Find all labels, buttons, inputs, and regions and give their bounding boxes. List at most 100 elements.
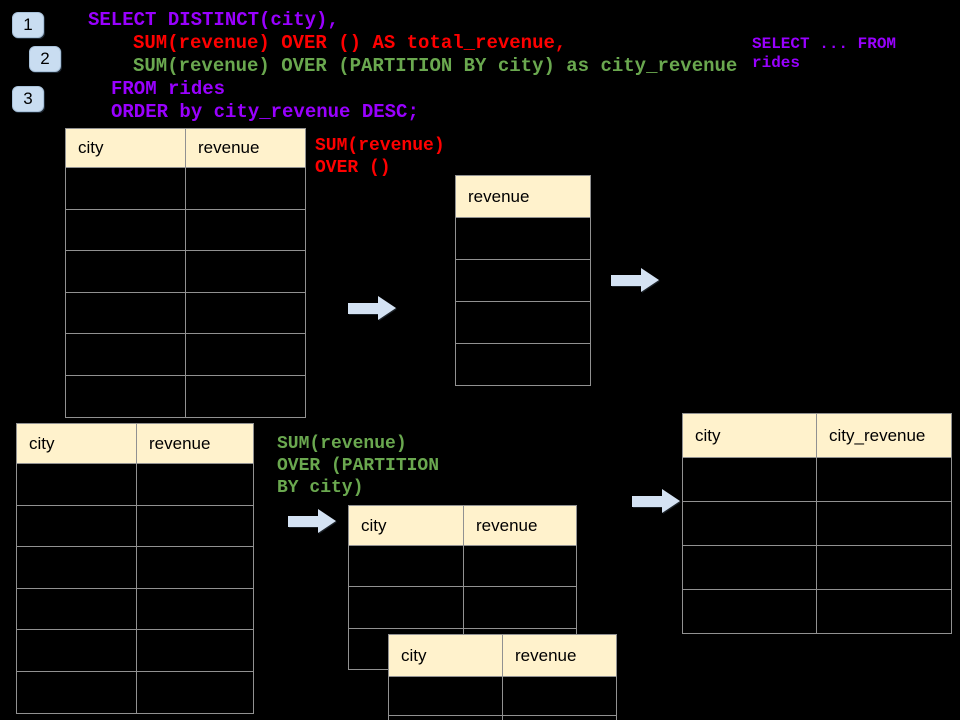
arrow-shaft [288, 515, 318, 527]
empty-cell [65, 250, 186, 293]
arrow-head [378, 296, 396, 320]
code-line: SELECT ... FROM [752, 35, 897, 53]
table-row [16, 463, 254, 506]
empty-cell [455, 259, 591, 302]
empty-cell [65, 208, 186, 252]
table-row [348, 586, 577, 629]
code-line: FROM rides [111, 78, 226, 100]
empty-cell [185, 167, 306, 210]
empty-cell [136, 629, 254, 672]
empty-cell [16, 546, 137, 589]
empty-cell [65, 167, 186, 210]
arrow-right-icon [348, 296, 396, 320]
sql-query-code: SELECT DISTINCT(city),SUM(revenue) OVER … [88, 9, 737, 124]
empty-cell [388, 715, 503, 720]
table-result-city-revenue: city city_revenue [682, 413, 952, 634]
empty-cell [455, 343, 591, 386]
empty-cell [816, 501, 952, 546]
table-row [388, 715, 617, 720]
empty-cell [455, 301, 591, 344]
table-partition-front: city revenue [388, 634, 617, 720]
table-row [16, 587, 254, 631]
code-line: rides [752, 54, 801, 72]
empty-cell [463, 586, 577, 629]
header-row: city revenue [65, 128, 306, 168]
column-header-city: city [348, 505, 464, 546]
table-row [348, 544, 577, 588]
header-row: city revenue [388, 634, 617, 677]
arrow-head [318, 509, 336, 533]
empty-cell [136, 670, 254, 714]
empty-cell [682, 545, 817, 590]
code-line: BY city) [277, 478, 364, 498]
empty-cell [16, 587, 137, 631]
code-line: ORDER by city_revenue DESC; [111, 101, 419, 123]
code-line: SUM(revenue) OVER (PARTITION BY city) as… [133, 55, 738, 77]
table-row [682, 501, 952, 546]
table-row [388, 676, 617, 716]
column-header-revenue: revenue [185, 128, 306, 168]
table-row [455, 343, 591, 386]
empty-cell [185, 250, 306, 293]
table-row [682, 589, 952, 634]
code-line: SELECT DISTINCT(city), [88, 9, 339, 31]
column-header-revenue: revenue [502, 634, 617, 677]
empty-cell [682, 589, 817, 634]
empty-cell [16, 463, 137, 506]
column-header-city: city [388, 634, 503, 677]
code-line: SUM(revenue) [277, 434, 407, 454]
arrow-right-icon [611, 268, 659, 292]
empty-cell [65, 333, 186, 376]
table-row [16, 629, 254, 672]
table-row [682, 457, 952, 502]
empty-cell [185, 374, 306, 418]
code-line: OVER (PARTITION [277, 456, 440, 476]
label-sum-over-total: SUM(revenue)OVER () [315, 135, 445, 179]
empty-cell [185, 291, 306, 335]
empty-cell [136, 546, 254, 589]
empty-cell [65, 374, 186, 418]
arrow-head [641, 268, 659, 292]
empty-cell [65, 291, 186, 335]
empty-cell [816, 457, 952, 502]
empty-cell [136, 463, 254, 506]
header-row: city revenue [348, 505, 577, 546]
table-row [16, 546, 254, 589]
header-row: city revenue [16, 423, 254, 464]
arrow-head [662, 489, 680, 513]
empty-cell [136, 504, 254, 548]
arrow-shaft [611, 274, 641, 286]
empty-cell [388, 676, 503, 716]
table-row [455, 301, 591, 344]
empty-cell [682, 501, 817, 546]
table-row [65, 291, 306, 335]
column-header-revenue: revenue [463, 505, 577, 546]
empty-cell [348, 544, 464, 588]
code-line: SUM(revenue) [315, 136, 445, 156]
empty-cell [136, 587, 254, 631]
empty-cell [502, 676, 617, 716]
code-line: SUM(revenue) OVER () AS total_revenue, [133, 32, 567, 54]
empty-cell [16, 629, 137, 672]
table-row [455, 259, 591, 302]
step-badge-1: 1 [12, 12, 44, 38]
table-row [65, 250, 306, 293]
column-header-revenue: revenue [136, 423, 254, 464]
step-badge-3: 3 [12, 86, 44, 112]
code-line: OVER () [315, 158, 391, 178]
table-source-bottom: city revenue [16, 423, 254, 714]
empty-cell [502, 715, 617, 720]
empty-cell [16, 504, 137, 548]
header-row: revenue [455, 175, 591, 218]
table-source-top: city revenue [65, 128, 306, 418]
table-row [65, 167, 306, 210]
empty-cell [185, 333, 306, 376]
column-header-revenue: revenue [455, 175, 591, 218]
table-row [65, 333, 306, 376]
empty-cell [16, 670, 137, 714]
empty-cell [185, 208, 306, 252]
table-row [16, 504, 254, 548]
